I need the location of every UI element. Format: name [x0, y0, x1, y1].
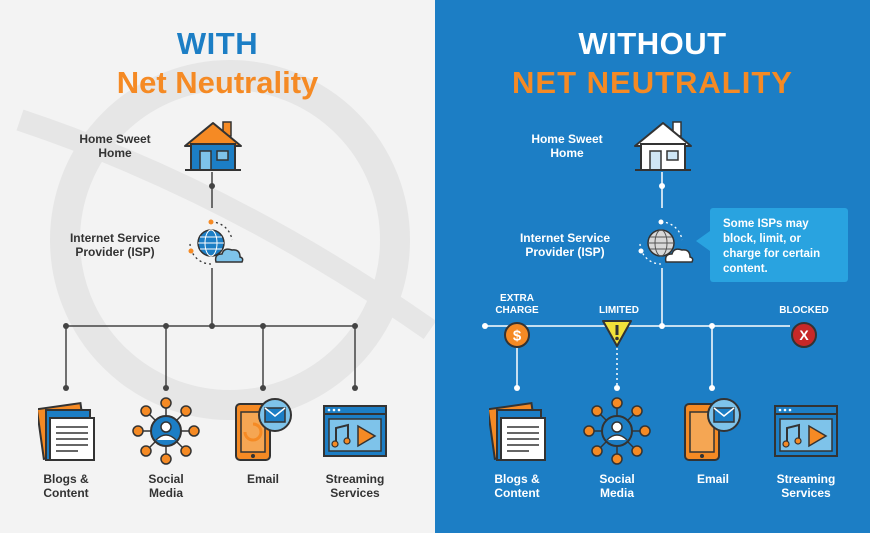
tag-line2: CHARGE [495, 305, 539, 316]
isp-note-callout: Some ISPs may block, limit, or charge fo… [696, 208, 848, 282]
service-label-line1: Blogs & [494, 472, 540, 486]
connection-lines [482, 172, 790, 391]
home-label-line1: Home Sweet [531, 132, 603, 146]
social-network-icon [132, 397, 200, 465]
service-label-line2: Services [330, 486, 380, 500]
home-label-line2: Home [98, 146, 132, 160]
service-label-line2: Media [148, 486, 183, 500]
without-net-neutrality-panel: WITHOUT NET NEUTRALITY Home Sweet Ho [435, 0, 870, 533]
service-label-line1: Blogs & [43, 472, 89, 486]
limited-tag: LIMITED [599, 305, 639, 316]
isp-note-text: Some ISPs may block, limit, or charge fo… [723, 218, 821, 275]
service-label-line1: Social [599, 472, 635, 486]
media-player-icon [774, 405, 838, 457]
service-label-social: Social Media [126, 472, 206, 500]
service-label-blogs: Blogs & Content [477, 472, 557, 500]
isp-label-line2: Provider (ISP) [75, 245, 155, 259]
panel-title: WITH [176, 26, 259, 61]
service-label-line2: Services [781, 486, 831, 500]
home-label-line2: Home [550, 146, 584, 160]
globe-cloud-icon [188, 219, 244, 265]
blocked-tag: BLOCKED [779, 305, 829, 316]
service-label-email: Email [223, 472, 303, 486]
home-label: Home Sweet Home [522, 132, 612, 160]
home-label-line1: Home Sweet [79, 132, 151, 146]
extra-charge-tag: EXTRA CHARGE [485, 293, 549, 317]
service-label-line2: Content [494, 486, 540, 500]
isp-label-line1: Internet Service [519, 231, 611, 245]
service-label-social: Social Media [577, 472, 657, 500]
service-label-line1: Streaming [325, 472, 385, 486]
panel-subtitle: NET NEUTRALITY [512, 65, 793, 100]
service-label-streaming: Streaming Services [310, 472, 400, 500]
house-icon [634, 121, 692, 171]
isp-label-line1: Internet Service [69, 231, 161, 245]
email-phone-icon [684, 398, 741, 461]
email-phone-icon [235, 398, 292, 461]
with-net-neutrality-panel: WITH Net Neutrality [0, 0, 435, 533]
isp-label-line2: Provider (ISP) [525, 245, 605, 259]
house-icon [184, 121, 242, 171]
service-label-streaming: Streaming Services [761, 472, 851, 500]
connection-lines [63, 172, 358, 391]
service-label-line1: Email [696, 472, 729, 486]
service-label-blogs: Blogs & Content [26, 472, 106, 500]
svg-text:X: X [799, 327, 809, 343]
tag-line1: EXTRA [500, 293, 534, 304]
isp-label: Internet Service Provider (ISP) [500, 231, 630, 259]
block-x-icon: X [791, 322, 817, 348]
svg-text:$: $ [513, 328, 522, 345]
warning-icon [602, 320, 632, 347]
service-label-line2: Content [43, 486, 89, 500]
panel-title: WITHOUT [578, 26, 727, 61]
blog-pages-icon [38, 402, 95, 461]
media-player-icon [323, 405, 387, 457]
isp-label: Internet Service Provider (ISP) [50, 231, 180, 259]
blog-pages-icon [489, 402, 546, 461]
home-label: Home Sweet Home [70, 132, 160, 160]
service-label-line1: Email [246, 472, 279, 486]
social-network-icon [583, 397, 651, 465]
panel-subtitle: Net Neutrality [116, 65, 319, 100]
dollar-icon: $ [504, 322, 530, 348]
globe-cloud-icon [638, 219, 694, 265]
service-label-line1: Streaming [776, 472, 836, 486]
service-label-line2: Media [599, 486, 634, 500]
service-label-email: Email [673, 472, 753, 486]
service-label-line1: Social [148, 472, 184, 486]
watermark-ring [16, 60, 435, 420]
